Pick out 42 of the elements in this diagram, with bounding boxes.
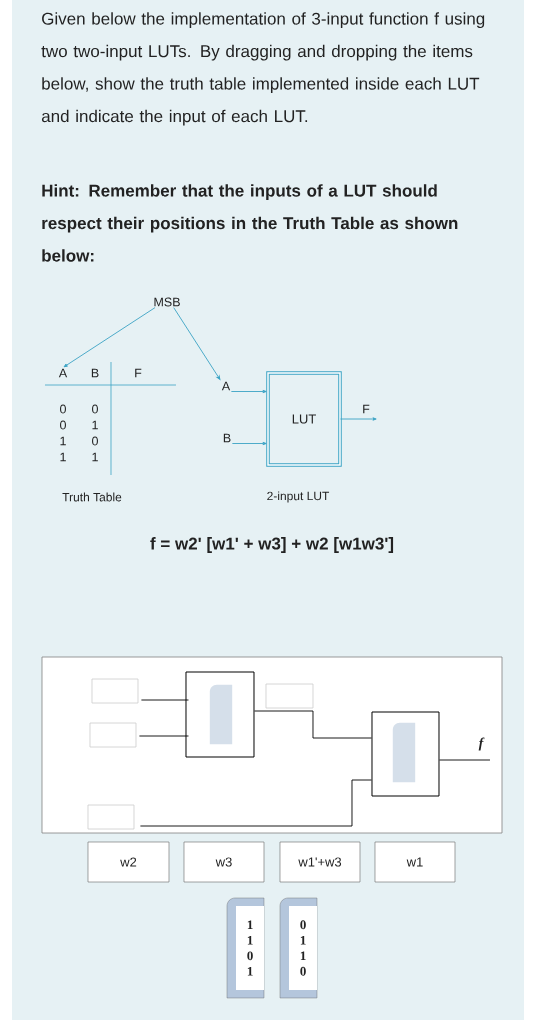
table-digit: 0 bbox=[60, 404, 66, 414]
truth-table-tile: 1 1 0 1 bbox=[226, 897, 265, 999]
table-header: B bbox=[91, 368, 99, 378]
msb-label: MSB bbox=[154, 297, 180, 307]
wire bbox=[254, 710, 372, 739]
table-digit: 1 bbox=[92, 420, 98, 430]
wire bbox=[439, 759, 491, 761]
wire bbox=[140, 699, 189, 701]
formula: f = w2' [w1' + w3] + w2 [w1w3'] bbox=[150, 537, 394, 553]
input-label: A bbox=[221, 381, 231, 391]
arrow bbox=[63, 307, 156, 368]
truth-table-tile: 0 1 1 0 bbox=[279, 897, 318, 999]
wire bbox=[139, 779, 372, 827]
drop-slot bbox=[87, 804, 135, 830]
question-text: Given below the implementation of 3-input function f using two two-input LUTs. By dragging and dropping the items below, show the truth table implemented inside each LUT and indicate the input of each LUT. bbox=[41, 12, 485, 126]
table-digit: 0 bbox=[92, 404, 98, 414]
drag-item: w1'+w3 bbox=[279, 841, 361, 883]
table-header: F bbox=[135, 368, 142, 378]
table-digit: 0 bbox=[60, 420, 66, 430]
table-digit: 1 bbox=[92, 452, 98, 462]
drop-slot bbox=[91, 678, 139, 704]
arrow bbox=[173, 307, 221, 380]
hint-text: Hint: Remember that the inputs of a LUT should respect their positions in the Truth Table as shown below: bbox=[42, 184, 458, 262]
caption: Truth Table bbox=[62, 492, 122, 502]
table-digit: 1 bbox=[60, 452, 66, 462]
input-label: B bbox=[223, 433, 231, 443]
arrow bbox=[230, 389, 267, 394]
lut-box: LUT bbox=[266, 371, 342, 467]
drop-slot bbox=[265, 683, 314, 709]
drag-item: w1 bbox=[374, 841, 456, 883]
arrow bbox=[340, 417, 377, 421]
table-header: A bbox=[58, 368, 68, 378]
wire bbox=[138, 735, 189, 737]
caption: 2-input LUT bbox=[267, 491, 330, 503]
table-digit: 0 bbox=[92, 436, 98, 446]
drag-item: w2 bbox=[87, 841, 170, 883]
drop-slot bbox=[89, 722, 137, 748]
edge-label: F bbox=[361, 403, 371, 415]
drag-item: w3 bbox=[183, 841, 265, 883]
arrow bbox=[231, 441, 267, 446]
table-digit: 1 bbox=[60, 436, 66, 446]
edge-label: f bbox=[477, 736, 485, 752]
